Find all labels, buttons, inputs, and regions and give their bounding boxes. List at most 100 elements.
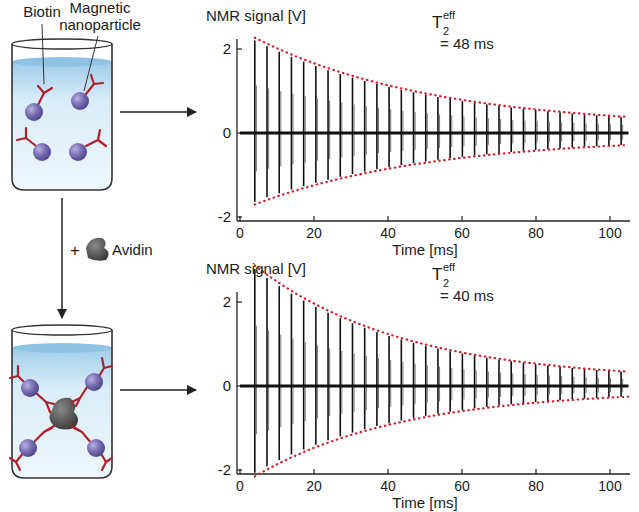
echo [584, 114, 586, 146]
echo [486, 358, 488, 407]
tick [239, 216, 240, 221]
tick [313, 216, 314, 221]
echo [476, 370, 477, 398]
part-label: Biotin [23, 4, 61, 21]
tick [387, 469, 388, 474]
echo [451, 368, 452, 400]
echo [584, 369, 586, 399]
nmr-plot [237, 38, 630, 221]
t2-symbol: T [432, 266, 442, 285]
echo [462, 101, 464, 157]
echo [463, 369, 464, 399]
echo [449, 351, 451, 412]
plus-sign: + [70, 242, 80, 261]
magnetic-nanoparticles [19, 373, 105, 457]
echo [401, 90, 403, 165]
echo [486, 104, 488, 154]
echo [366, 356, 367, 410]
tick [237, 48, 242, 49]
echo [329, 348, 330, 416]
x-axis [237, 473, 630, 474]
echo [390, 360, 391, 406]
tick [535, 216, 536, 221]
echo [547, 111, 549, 149]
echo [305, 342, 306, 421]
echo [278, 52, 280, 194]
echo [329, 101, 330, 159]
echo [254, 41, 256, 202]
echo [315, 307, 317, 445]
echo [596, 115, 598, 146]
axis-title: Time [ms] [392, 242, 457, 259]
tick-label: 20 [306, 226, 322, 241]
tick-label: 60 [454, 479, 470, 494]
avidin-icon [86, 238, 109, 261]
tick-label: 100 [598, 226, 621, 241]
echo [415, 364, 416, 404]
tick [461, 216, 462, 221]
baseline [240, 132, 629, 135]
echo [278, 286, 280, 460]
echo [339, 74, 341, 177]
tick-label: 60 [454, 226, 470, 241]
tick-label: 0 [236, 226, 244, 241]
nmr-plots [237, 38, 630, 477]
t2-value: = 40 ms [440, 288, 494, 305]
decay-envelope [255, 397, 629, 477]
echo [388, 87, 390, 167]
tick-label: 100 [598, 479, 621, 494]
echo [341, 351, 342, 414]
tick-label: 40 [380, 226, 396, 241]
echo [462, 354, 464, 411]
t2-superscript: eff [443, 9, 455, 21]
avidin-complex [49, 398, 78, 430]
baseline [240, 385, 629, 388]
echo [256, 326, 257, 434]
echo [268, 88, 269, 168]
tick-label: 2 [223, 294, 231, 311]
axis-title: NMR signal [V] [206, 261, 306, 278]
tick-label: 0 [236, 479, 244, 494]
echo [254, 269, 256, 473]
echo [341, 103, 342, 158]
echo [498, 106, 500, 153]
beaker [12, 39, 112, 190]
echo [256, 85, 257, 171]
echo [425, 346, 427, 416]
echo [415, 112, 416, 150]
axis-title: NMR signal [V] [206, 8, 306, 25]
echo [425, 95, 427, 162]
echo [535, 364, 537, 402]
echo [280, 91, 281, 166]
echo [268, 330, 269, 430]
tick-label: -2 [218, 209, 231, 226]
tick-label: 80 [528, 479, 544, 494]
echo [352, 78, 354, 175]
echo [364, 81, 366, 172]
part-label: Magnetic nanoparticle [54, 0, 146, 33]
biotin-links [10, 358, 112, 470]
echo [291, 57, 293, 190]
reagent-label: Avidin [112, 242, 153, 259]
echo [571, 113, 573, 147]
echo [401, 339, 403, 420]
echo [378, 108, 379, 153]
echo [378, 358, 379, 408]
echo [317, 345, 318, 418]
y-axis [236, 292, 237, 474]
tick-label: -2 [218, 462, 231, 479]
arrow [120, 389, 196, 391]
t2-value: = 48 ms [440, 36, 494, 53]
echo [266, 46, 268, 197]
t2-symbol: T [432, 14, 442, 33]
echo [476, 117, 477, 145]
tick [535, 469, 536, 474]
decay-envelope [255, 145, 629, 205]
x-axis [237, 220, 630, 221]
echo [376, 84, 378, 169]
echo [439, 367, 440, 402]
echo [376, 332, 378, 426]
echo [291, 294, 293, 455]
